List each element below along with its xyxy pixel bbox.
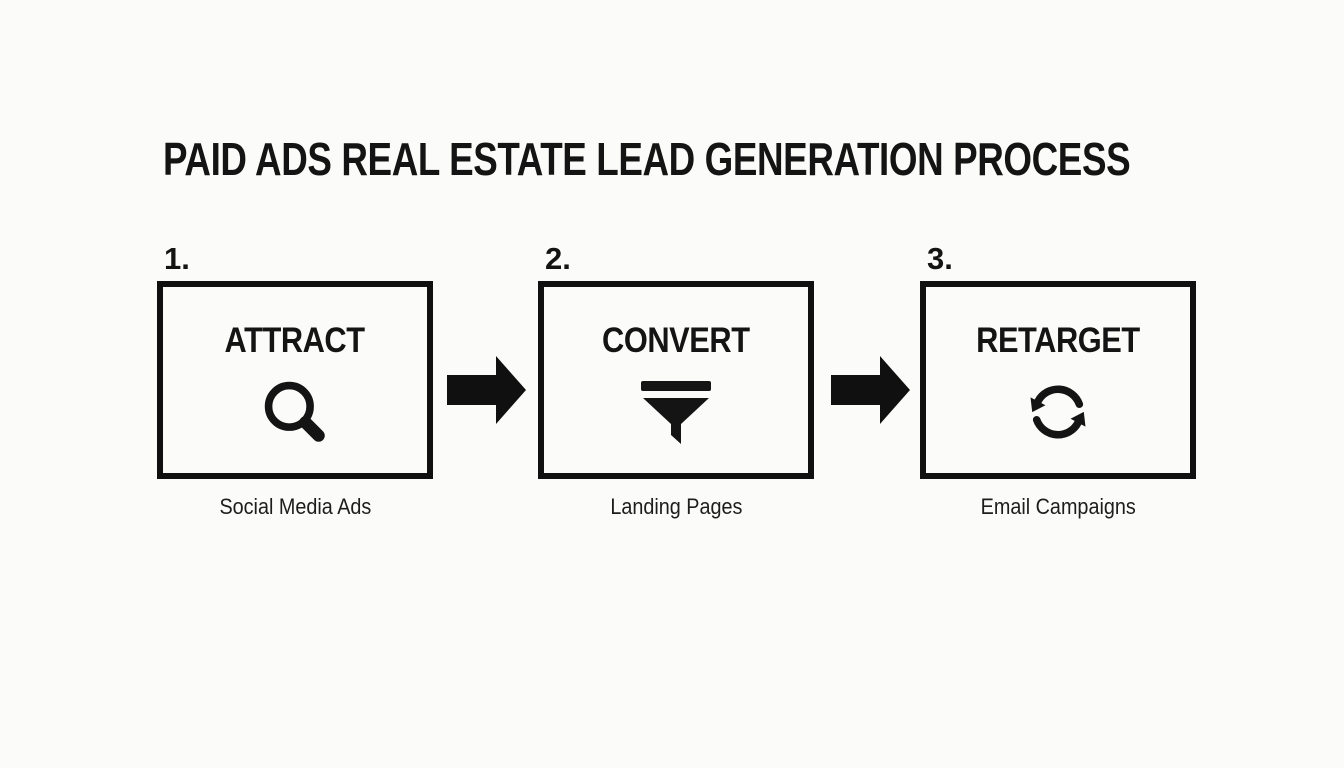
step-heading-text: RETARGET (976, 321, 1140, 360)
step-box-attract: ATTRACT (157, 281, 433, 479)
step-number: 1. (164, 241, 190, 276)
page-title: PAID ADS REAL ESTATE LEAD GENERATION PRO… (163, 136, 1344, 182)
step-label-text: Email Campaigns (980, 494, 1136, 519)
step-label-text: Landing Pages (609, 494, 743, 519)
step-box-retarget: RETARGET (920, 281, 1196, 479)
arrow-right-icon (831, 356, 910, 424)
step-heading: ATTRACT (215, 323, 374, 358)
page-title-text: PAID ADS REAL ESTATE LEAD GENERATION PRO… (163, 133, 1131, 185)
step-heading: CONVERT (592, 323, 760, 358)
step-label: Landing Pages (538, 496, 814, 518)
step-number: 2. (545, 241, 571, 276)
step-convert: 2. CONVERT Landing Pages (538, 243, 814, 518)
step-heading-text: ATTRACT (224, 321, 366, 360)
step-retarget: 3. RETARGET Email Campaigns (920, 243, 1196, 518)
step-label-text: Social Media Ads (219, 494, 371, 519)
step-box-convert: CONVERT (538, 281, 814, 479)
funnel-icon (641, 381, 711, 444)
arrow-right-icon (447, 356, 526, 424)
refresh-icon (1030, 385, 1086, 439)
step-label: Email Campaigns (920, 496, 1196, 518)
search-icon (264, 381, 325, 442)
step-label: Social Media Ads (157, 496, 433, 518)
step-heading: RETARGET (965, 323, 1151, 358)
step-number: 3. (927, 241, 953, 276)
step-heading-text: CONVERT (602, 321, 750, 360)
step-attract: 1. ATTRACT Social Media Ads (157, 243, 433, 518)
